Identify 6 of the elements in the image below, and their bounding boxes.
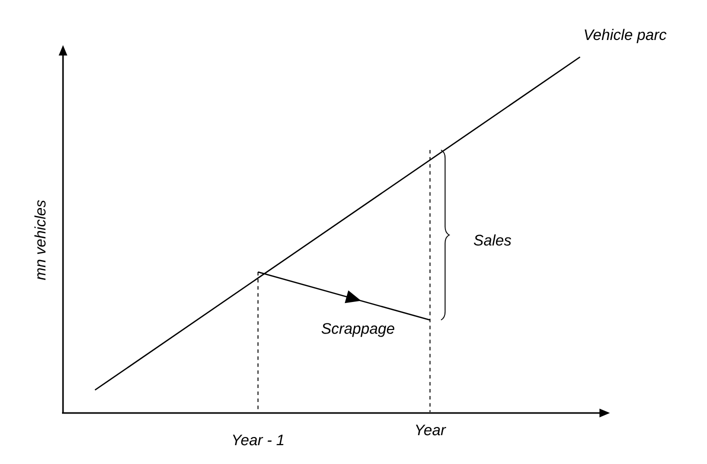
tick-label: Year	[416, 424, 446, 436]
line-label: Vehicle parc	[584, 28, 666, 44]
axis-label: mn vehicles	[34, 200, 46, 280]
brace-label: Sales	[474, 234, 512, 246]
arrow-label: Scrappage	[322, 323, 394, 337]
tick-label: Year - 1	[232, 434, 284, 446]
